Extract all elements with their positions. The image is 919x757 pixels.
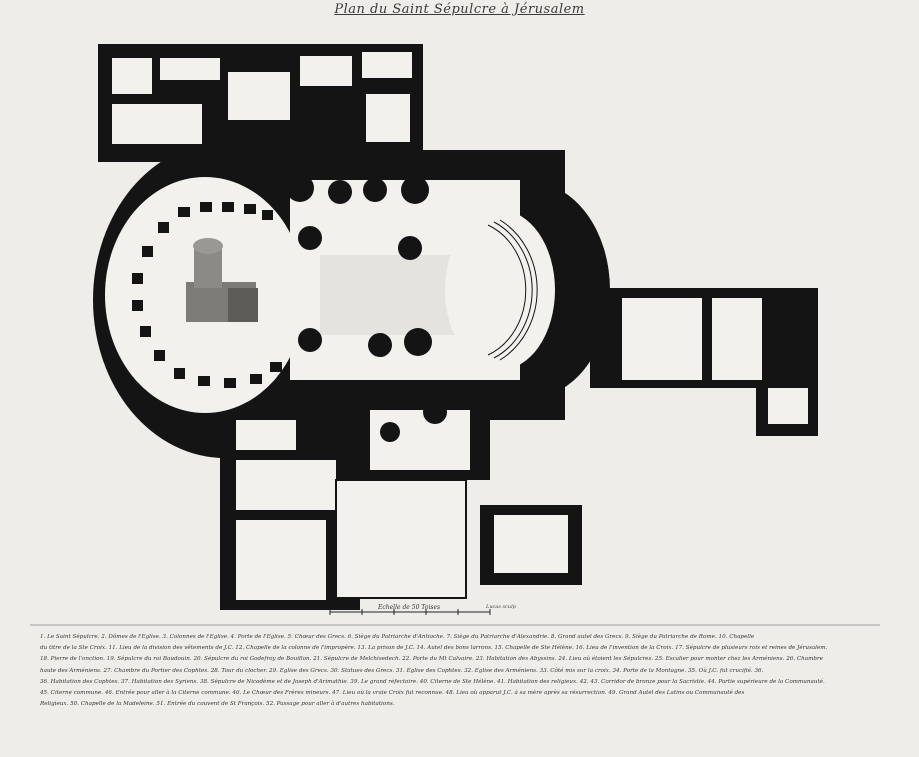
legend-line: 45. Citerne commune. 46. Entrée pour all… [40, 690, 745, 697]
engraver-signature: Lucas sculp [486, 604, 516, 610]
legend-line: 18. Pierre de l'onction. 19. Sépulcre du… [40, 656, 823, 663]
legend-line: haute des Arméniens. 27. Chambre du Port… [40, 667, 764, 674]
rotunda-piers [132, 202, 282, 388]
legend: 1. Le Saint Sépulcre. 2. Dômes de l'Egli… [40, 632, 860, 710]
scale-bar [329, 609, 491, 615]
plan-title: Plan du Saint Sépulcre à Jérusalem [334, 2, 585, 17]
legend-line: du titre de la Ste Croix. 11. Lieu de la… [40, 645, 828, 652]
legend-line: 1. Le Saint Sépulcre. 2. Dômes de l'Egli… [40, 634, 755, 640]
scale-label: Echelle de 50 Toises [378, 604, 441, 611]
nave-columns [286, 174, 447, 442]
apse-choir-steps [487, 219, 538, 361]
south-courtyard [335, 479, 467, 599]
legend-line: Religieux. 50. Chapelle de la Madeleine.… [40, 701, 395, 708]
legend-line: 36. Habitation des Cophtes. 37. Habitati… [40, 678, 825, 685]
edicule [186, 238, 258, 322]
